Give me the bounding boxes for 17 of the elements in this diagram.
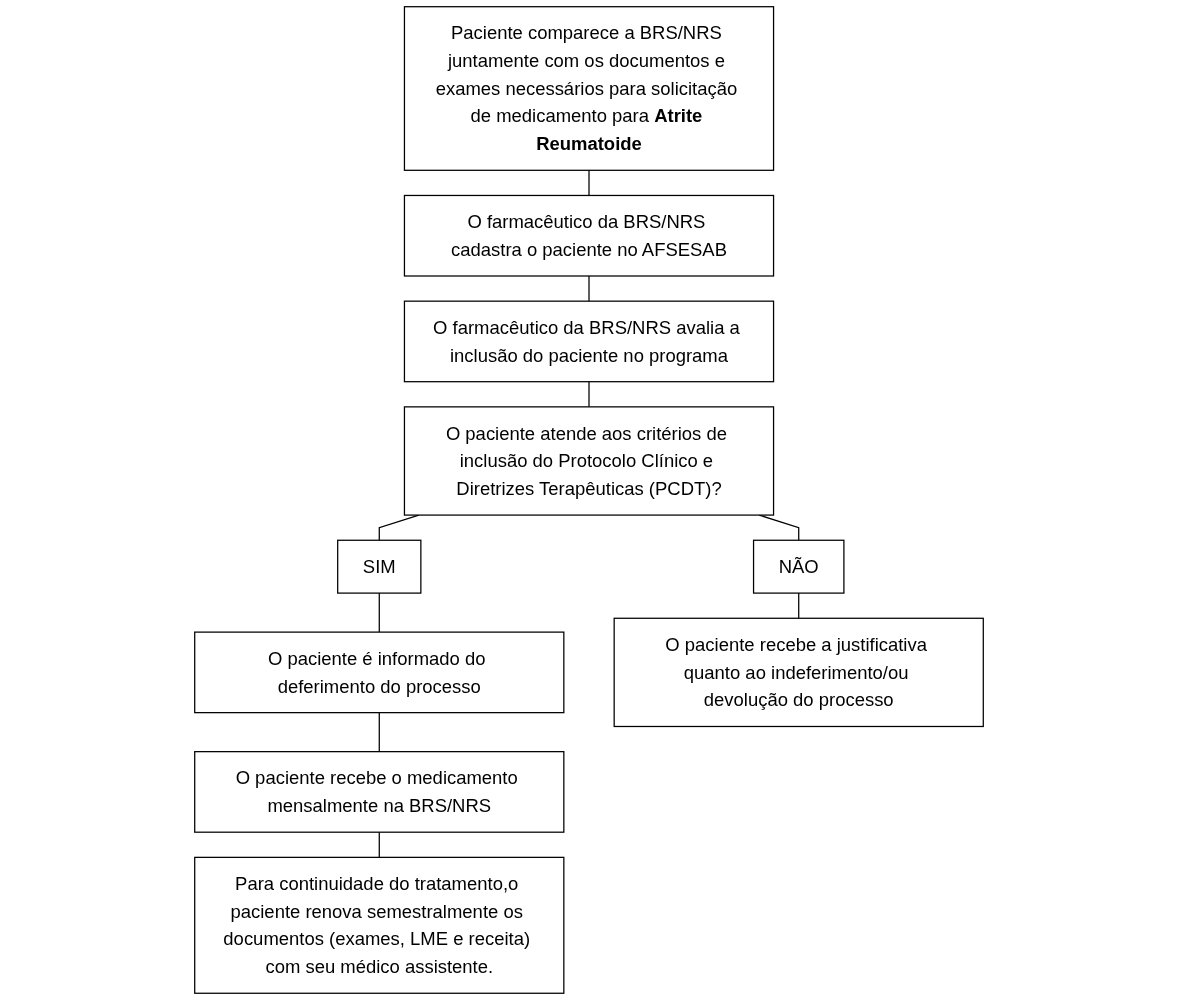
node-box: O paciente recebe o medicamento mensalmente na BRS/NRS [193,751,564,833]
connector [378,831,380,858]
node-box: O farmacêutico da BRS/NRS avalia a inclusão do paciente no programa [403,300,774,383]
connector [378,712,380,753]
connector [587,169,590,197]
connector [587,381,590,408]
node-box: NÃO [752,539,844,594]
node-box: O paciente atende aos critérios de inclusão do Protocolo Clínico e Diretrizes Terapêuticas (PCDT)? [403,406,774,516]
node-box: O farmacêutico da BRS/NRS cadastra o paciente no AFSESAB [403,194,774,277]
node-box: O paciente recebe a justificativa quanto ao indeferimento/ou devolução do processo [613,617,984,728]
node-box: SIM [336,539,421,594]
connector [378,592,380,633]
connector [797,592,799,619]
connector [587,275,590,302]
node-box: O paciente é informado do deferimento do processo [193,631,564,714]
node-box: Para continuidade do tratamento,o paciente renova semestralmente os documentos (exames, LME e receita) com seu médico assistente. [193,856,564,994]
node-box: Paciente comparece a BRS/NRS juntamente com os documentos e exames necessários para solicitação de medicamento para Atrite Reumatoide [403,6,774,171]
